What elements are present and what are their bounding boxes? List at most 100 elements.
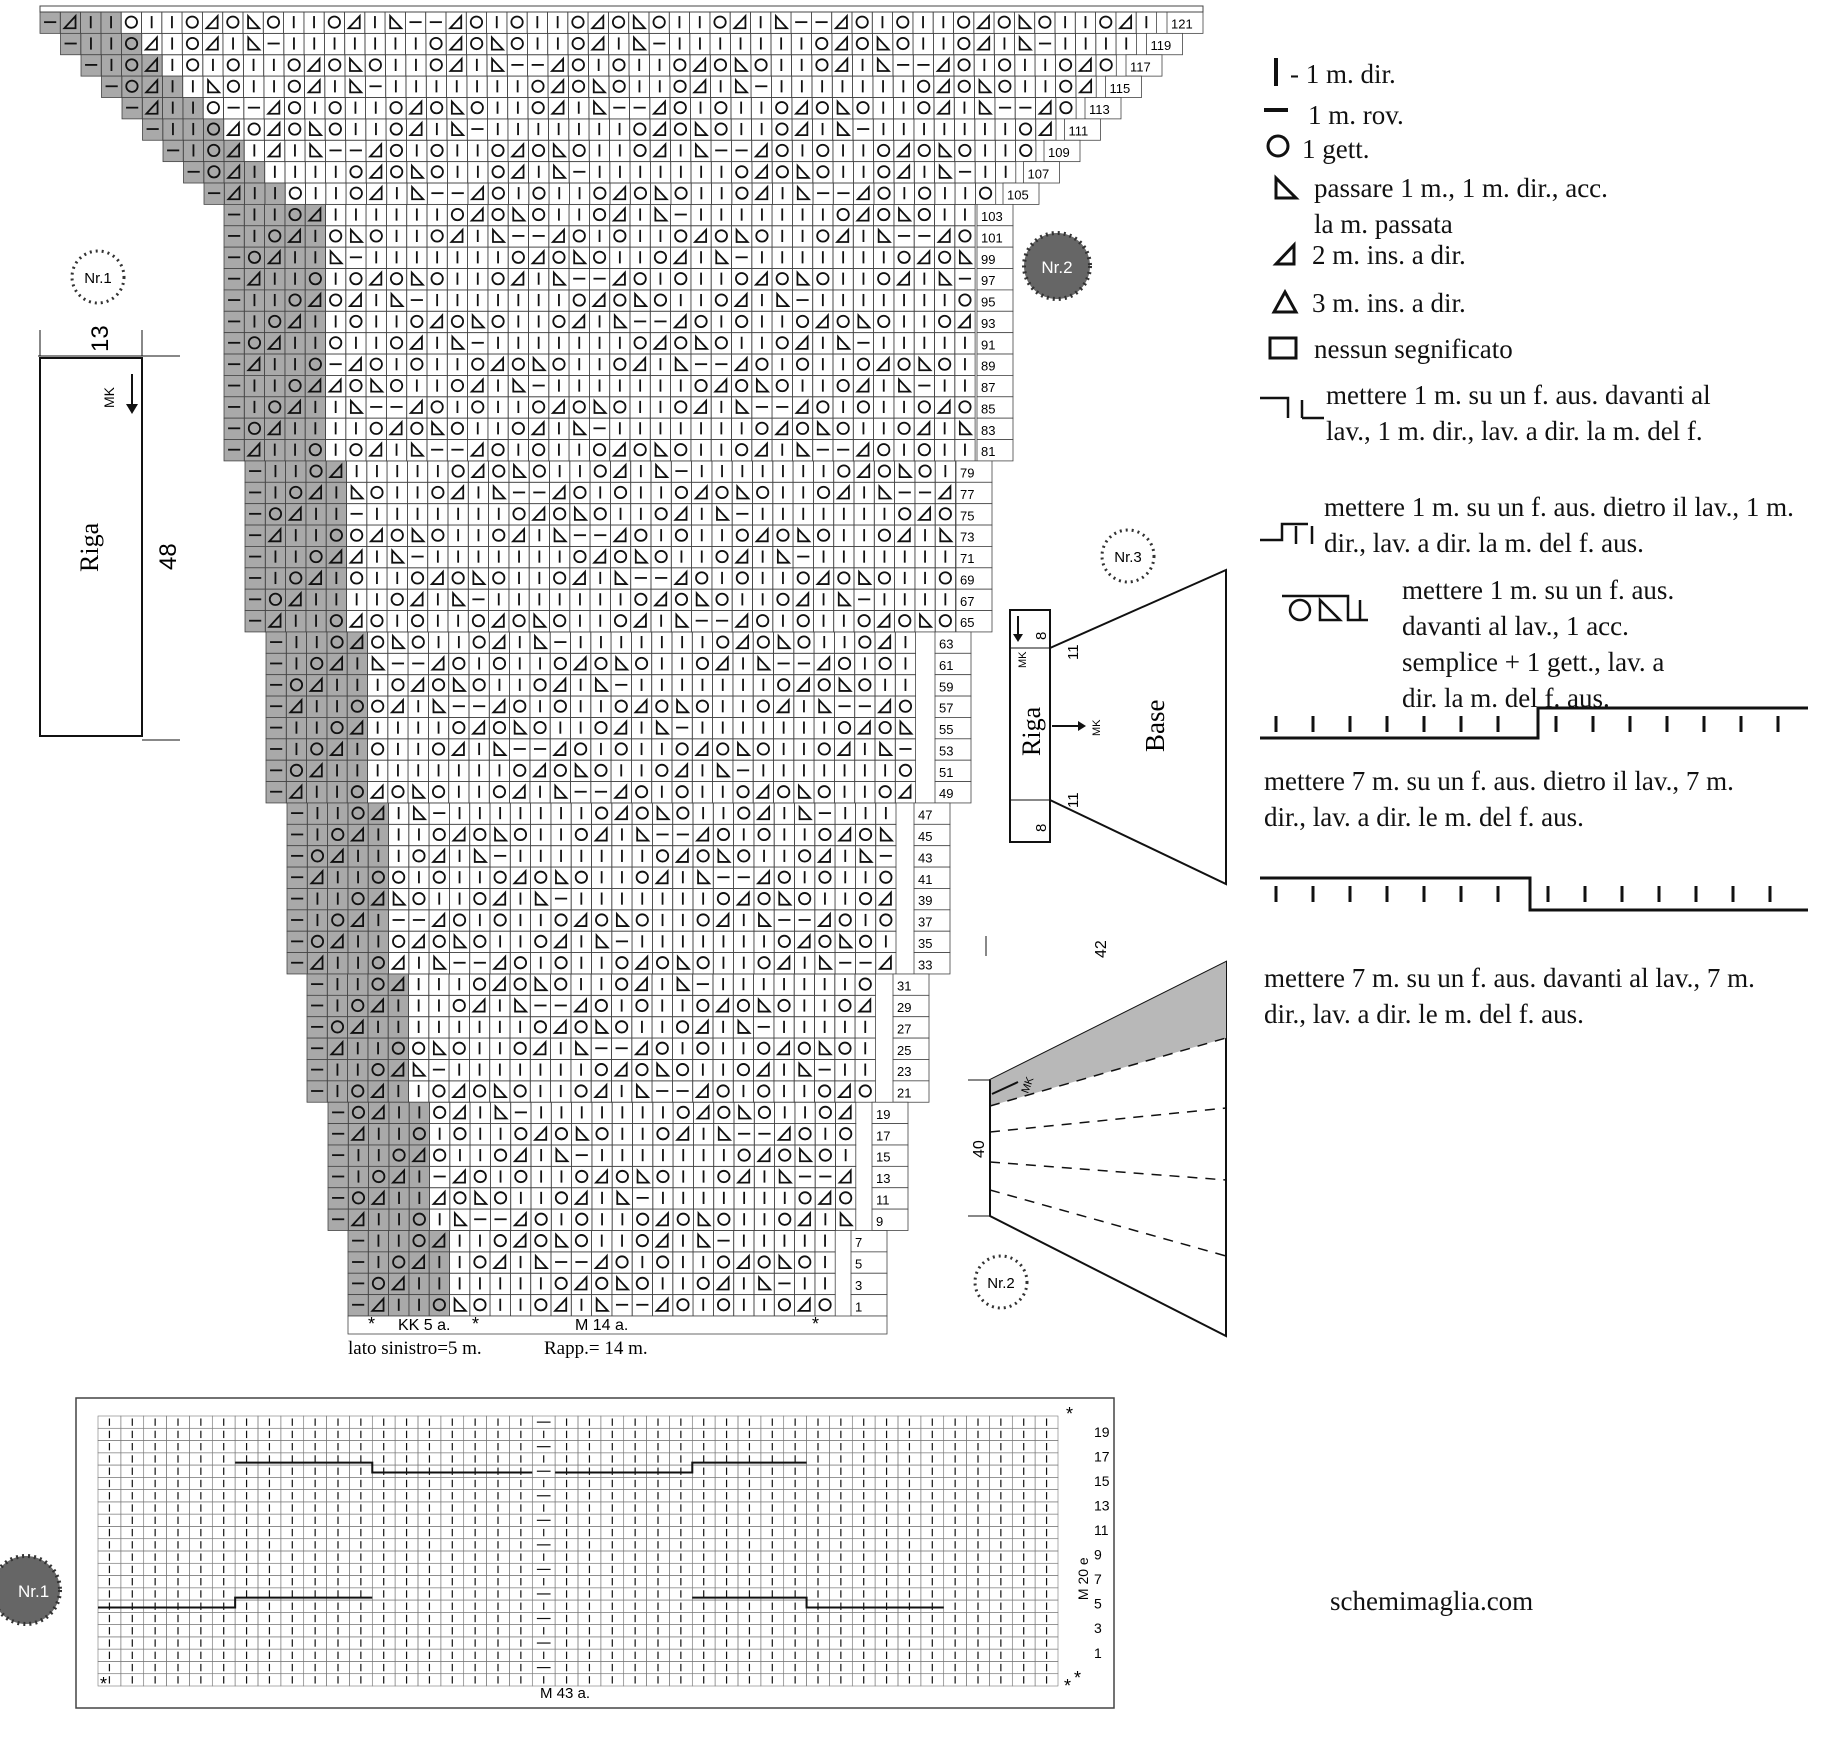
chart-row: 41 (286, 866, 951, 889)
row-number: 83 (981, 423, 995, 438)
chart-row: 117 (80, 54, 1163, 77)
legend-k3tog-text: 3 m. ins. a dir. (1312, 288, 1466, 318)
chart-row: 37 (286, 909, 951, 932)
base-mk-top: MK (1017, 651, 1029, 668)
chart-row: 95 (223, 289, 1014, 312)
bottom-row-number: 17 (1094, 1448, 1110, 1464)
footer-star-2: * (472, 1314, 479, 1334)
riga-schematic: 13 Riga MK 48 (38, 325, 182, 741)
legend-cable-back-text: mettere 7 m. su un f. aus. dietro il lav… (1264, 766, 1734, 796)
badge-nr2-bottom: Nr.2 (973, 1254, 1029, 1310)
row-number: 115 (1110, 81, 1131, 96)
row-number: 59 (939, 679, 953, 694)
caption-left-side: lato sinistro=5 m. (348, 1338, 482, 1359)
row-number: 99 (981, 252, 995, 267)
legend-cross-back-text: mettere 1 m. su un f. aus. dietro il lav… (1324, 492, 1794, 522)
chart-row: 119 (60, 32, 1183, 56)
chart-row: 81 (223, 439, 1014, 462)
bottom-side-label: M 20 e (1075, 1557, 1091, 1600)
chart-row: 1 (347, 1294, 888, 1317)
riga-mk: MK (101, 386, 117, 408)
row-number: 17 (876, 1128, 890, 1143)
chart-row: 63 (265, 631, 972, 654)
svg-text:Nr.1: Nr.1 (84, 270, 112, 287)
row-number: 21 (897, 1086, 911, 1101)
row-number: 5 (855, 1257, 862, 1272)
chart-row: 93 (223, 310, 1014, 334)
chart-row: 27 (306, 1016, 930, 1039)
chart-row: 35 (286, 930, 951, 953)
bottom-row-number: 5 (1094, 1596, 1102, 1612)
row-number: 69 (960, 572, 974, 587)
row-number: 119 (1151, 38, 1172, 53)
bottom-footer-label: M 43 a. (540, 1685, 590, 1702)
chart-row: 101 (223, 225, 1014, 248)
row-number: 55 (939, 722, 953, 737)
row-number: 11 (876, 1192, 890, 1207)
chart-row: 85 (223, 396, 1014, 419)
footer-star-3: * (812, 1314, 819, 1334)
row-number: 23 (897, 1064, 911, 1079)
legend-special-cross-text: davanti al lav., 1 acc. (1402, 611, 1629, 641)
row-number: 49 (939, 786, 953, 801)
row-number: 117 (1130, 59, 1151, 74)
chart-row: 23 (306, 1059, 930, 1082)
row-number: 19 (876, 1107, 890, 1122)
row-number: 103 (981, 209, 1003, 224)
base-schematic: Riga Base 8 MK 11 MK 11 8 (1009, 568, 1227, 886)
chart-row: 69 (244, 567, 993, 590)
chart-row: 65 (244, 610, 993, 633)
chart-row: 75 (244, 503, 993, 526)
badge-nr1-bottom: Nr.1 (0, 1554, 62, 1626)
chart-row: 113 (121, 97, 1122, 120)
row-number: 57 (939, 701, 953, 716)
row-number: 97 (981, 273, 995, 288)
row-number: 47 (918, 808, 932, 823)
svg-text:Nr.3: Nr.3 (1114, 549, 1142, 566)
bottom-row-number: 3 (1094, 1620, 1102, 1636)
row-number: 79 (960, 466, 974, 481)
row-number: 113 (1089, 102, 1110, 117)
row-number: 95 (981, 295, 995, 310)
row-number: 29 (897, 1000, 911, 1015)
row-number: 27 (897, 1021, 911, 1036)
row-number: 7 (855, 1235, 862, 1250)
row-number: 107 (1028, 166, 1050, 181)
chart-row: 67 (244, 588, 993, 611)
row-number: 85 (981, 401, 995, 416)
bottom-row-number: 7 (1094, 1571, 1102, 1587)
row-number: 71 (960, 551, 974, 566)
row-number: 41 (918, 872, 932, 887)
legend-cable-back-text: dir., lav. a dir. le m. del f. aus. (1264, 802, 1584, 832)
chart-row: 5 (347, 1251, 888, 1274)
chart-row: 53 (265, 738, 972, 761)
fan-dim-40: 40 (971, 1140, 988, 1158)
legend-cross-front-text: mettere 1 m. su un f. aus. davanti al (1326, 380, 1711, 410)
row-number: 67 (960, 594, 974, 609)
chart-row: 91 (223, 332, 1014, 355)
row-number: 61 (939, 658, 953, 673)
chart-row: 109 (162, 139, 1081, 163)
riga-dim-48: 48 (155, 543, 182, 570)
footer-star-1: * (368, 1314, 375, 1334)
svg-text:Nr.1: Nr.1 (18, 1582, 49, 1601)
chart-row: 3 (347, 1272, 888, 1296)
legend-cross-back-text: dir., lav. a dir. la m. del f. aus. (1324, 528, 1644, 558)
chart-row: 9 (327, 1208, 909, 1231)
riga-label: Riga (75, 522, 104, 572)
chart-row: 105 (203, 182, 1040, 205)
chart-row: 87 (223, 375, 1014, 398)
row-number: 73 (960, 530, 974, 545)
row-number: 105 (1007, 188, 1029, 203)
legend-purl-text: 1 m. rov. (1308, 100, 1404, 130)
chart-row: 7 (347, 1230, 888, 1253)
row-number: 111 (1069, 124, 1089, 139)
legend: - 1 m. dir.1 m. rov.1 gett.passare 1 m.,… (1260, 58, 1808, 1029)
chart-row: 21 (306, 1080, 930, 1103)
main-lace-chart: 1211191171151131111091071051031019997959… (39, 5, 1204, 1335)
chart-row: 79 (244, 460, 993, 483)
chart-row: 115 (101, 75, 1142, 98)
